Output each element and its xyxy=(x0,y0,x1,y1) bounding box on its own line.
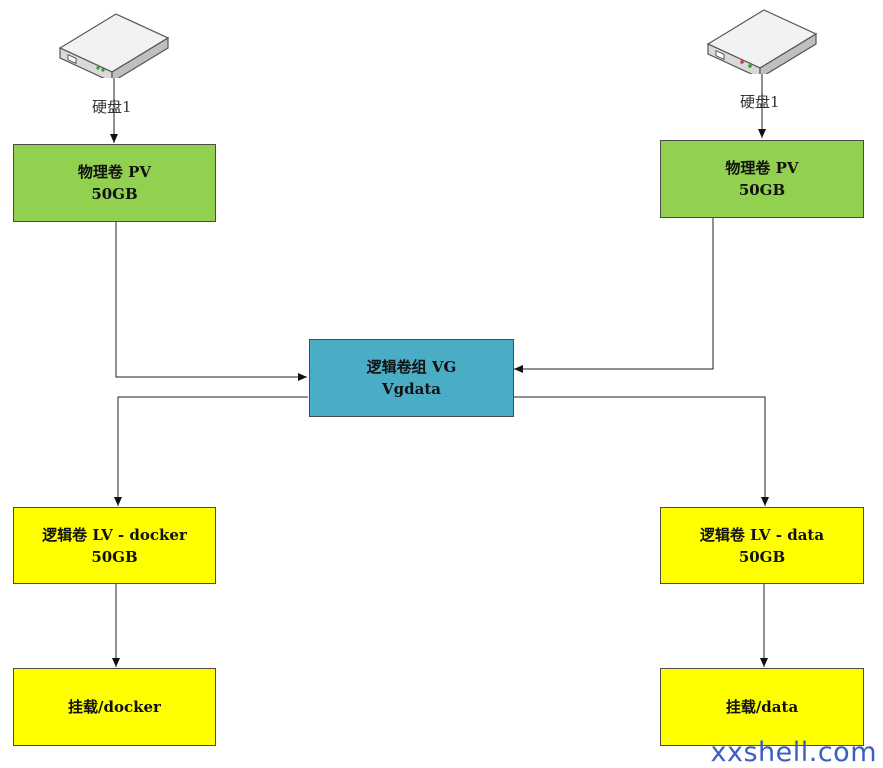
edge-pv1-vg xyxy=(115,222,307,381)
pv-node-left-title: 物理卷 PV xyxy=(77,163,152,181)
hard-disk-icon-right xyxy=(706,9,818,74)
vg-node-name: Vgdata xyxy=(382,380,441,398)
lv-node-docker: 逻辑卷 LV - docker 50GB xyxy=(13,507,216,584)
pv-node-right-title: 物理卷 PV xyxy=(725,159,799,177)
mount-node-docker: 挂载/docker xyxy=(13,668,216,746)
hard-disk-icon-left xyxy=(58,13,170,78)
edge-vg-lv1 xyxy=(114,396,308,506)
disk-label-right: 硬盘1 xyxy=(740,93,780,111)
edge-vg-lv2 xyxy=(514,396,769,506)
vg-node: 逻辑卷组 VG Vgdata xyxy=(309,339,514,417)
watermark: xxshell.com xyxy=(710,737,877,768)
mount-node-data: 挂载/data xyxy=(660,668,864,746)
lv-node-data: 逻辑卷 LV - data 50GB xyxy=(660,507,864,584)
edge-pv2-vg xyxy=(514,218,714,373)
pv-node-left-size: 50GB xyxy=(91,185,138,203)
lv-node-data-size: 50GB xyxy=(738,547,786,566)
disk-label-left: 硬盘1 xyxy=(92,98,132,116)
pv-node-right-size: 50GB xyxy=(738,181,786,199)
pv-node-left: 物理卷 PV 50GB xyxy=(13,144,216,222)
lv-node-docker-title: 逻辑卷 LV - docker xyxy=(42,525,187,544)
lv-node-docker-size: 50GB xyxy=(91,547,138,566)
mount-node-data-label: 挂载/data xyxy=(725,698,799,716)
mount-node-docker-label: 挂载/docker xyxy=(68,698,161,716)
lv-node-data-title: 逻辑卷 LV - data xyxy=(699,525,825,544)
vg-node-title: 逻辑卷组 VG xyxy=(366,358,457,376)
pv-node-right: 物理卷 PV 50GB xyxy=(660,140,864,218)
